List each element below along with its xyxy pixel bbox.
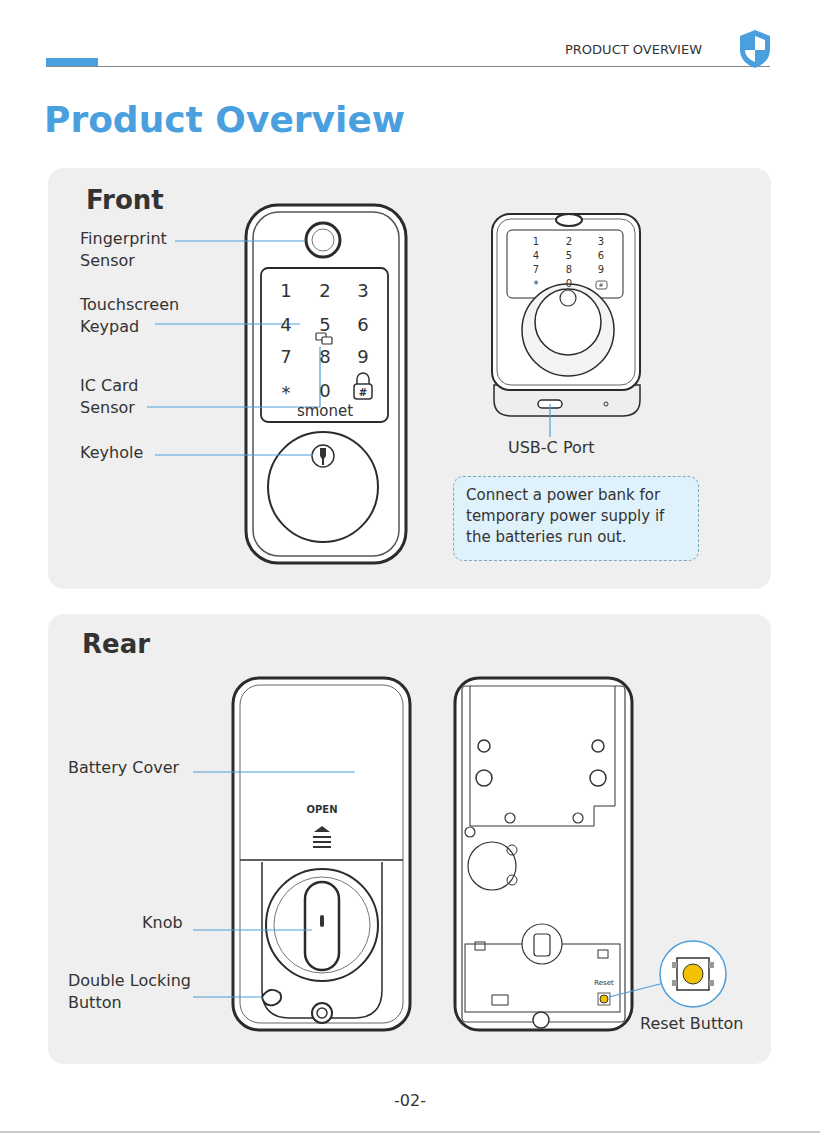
part-label: Knob [142,912,183,934]
part-label: Keyhole [80,442,143,464]
key-digit: 0 [566,277,572,291]
part-label: PRODUCT OVERVIEW [565,41,702,59]
part-label: Reset Button [640,1013,743,1035]
key-digit: 9 [357,345,368,369]
key-digit: 9 [598,263,604,277]
key-digit: 3 [357,279,368,303]
page-title: Product Overview [44,96,405,145]
part-label: IC Card Sensor [80,375,160,418]
key-digit: 8 [319,345,330,369]
key-digit: 5 [319,313,330,337]
key-digit: 3 [598,235,604,249]
key-digit: 2 [566,235,572,249]
panel-marking: OPEN [306,803,337,817]
key-digit: # [598,281,603,289]
part-label: Fingerprint Sensor [80,228,180,271]
key-digit: * [282,381,291,405]
key-digit: 5 [566,249,572,263]
panel-marking: Reset [594,979,614,988]
key-digit: 2 [319,279,330,303]
key-digit: 6 [598,249,604,263]
key-digit: * [534,278,539,292]
brand-logo: smonet [297,401,353,421]
key-digit: 1 [533,235,539,249]
part-label: USB-C Port [508,437,595,459]
key-digit: 7 [533,263,539,277]
key-digit: 6 [357,313,368,337]
part-label: Touchscreen Keypad [80,294,195,337]
page-number: -02- [394,1090,426,1112]
key-digit: 4 [533,249,539,263]
key-digit: 8 [566,263,572,277]
key-digit: 7 [280,345,291,369]
part-label: Battery Cover [68,757,179,779]
note-text: Connect a power bank for temporary power… [466,485,692,548]
key-digit: 4 [280,313,291,337]
part-label: Double Locking Button [68,970,208,1013]
callout-note: Connect a power bank for temporary power… [453,476,699,561]
key-digit: 1 [280,279,291,303]
key-digit: 0 [319,379,330,403]
section-heading: Front [86,182,164,218]
section-heading: Rear [82,626,150,662]
key-digit: # [359,386,367,400]
